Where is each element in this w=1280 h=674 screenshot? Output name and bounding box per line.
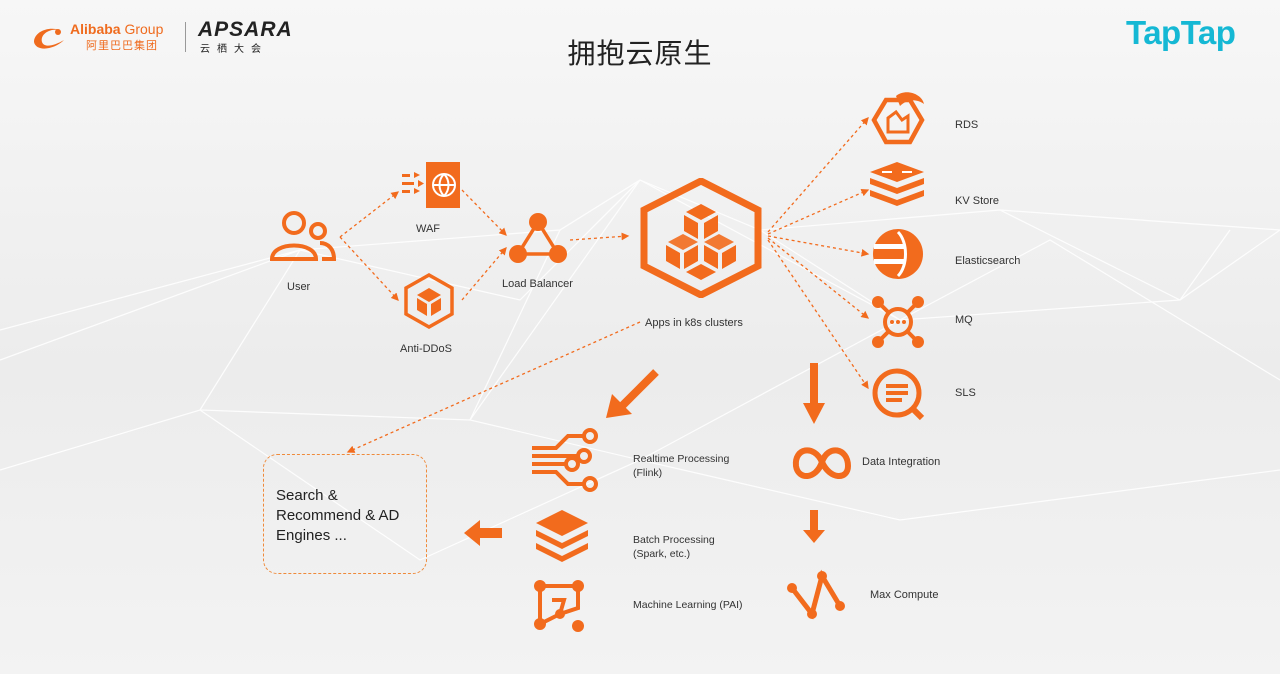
edge-lb-apps — [569, 232, 630, 241]
realtime-processing-label: Realtime Processing (Flink) — [633, 452, 729, 480]
sls-icon — [872, 368, 925, 421]
sls-label: SLS — [955, 387, 976, 399]
mq-label: MQ — [955, 314, 973, 326]
waf-label: WAF — [416, 223, 441, 235]
edge-waf-lb — [461, 189, 507, 236]
user-label: User — [287, 281, 311, 293]
page-title: 拥抱云原生 — [567, 37, 713, 70]
data-integration-icon — [792, 447, 852, 479]
group-word: Group — [124, 21, 164, 37]
realtime-processing-line-2: (Flink) — [633, 467, 663, 479]
edge-user-waf — [339, 191, 400, 238]
engines-label: Search & Recommend & AD Engines ... — [276, 487, 400, 544]
elasticsearch-label: Elasticsearch — [955, 255, 1021, 267]
batch-processing-icon — [536, 510, 588, 562]
k8s-apps-icon — [640, 178, 762, 298]
apsara-cn-logo-text: 云栖大会 — [200, 44, 268, 55]
realtime-processing-icon — [532, 428, 598, 492]
mq-icon — [872, 296, 924, 348]
arrow-to-realtime — [606, 369, 659, 418]
engines-box — [263, 454, 427, 574]
anti-ddos-label: Anti-DDoS — [400, 343, 452, 355]
realtime-processing-line-1: Realtime Processing — [633, 453, 730, 465]
rds-icon — [871, 92, 925, 145]
apsara-logo-text: APSARA — [198, 18, 293, 41]
alibaba-group-logo-text: Alibaba Group — [70, 21, 163, 37]
rds-label: RDS — [955, 119, 979, 131]
waf-icon — [402, 162, 460, 208]
k8s-apps-label: Apps in k8s clusters — [645, 317, 743, 329]
kv-store-label: KV Store — [955, 195, 1000, 207]
user-icon — [269, 211, 337, 261]
elasticsearch-icon — [873, 229, 923, 279]
edge-apps-engines — [346, 321, 641, 453]
anti-ddos-icon — [404, 272, 454, 330]
alibaba-word: Alibaba — [70, 21, 121, 37]
edge-antiddos-lb — [461, 247, 507, 301]
data-integration-label: Data Integration — [862, 456, 941, 468]
arrow-to-engines — [464, 520, 502, 546]
taptap-logo: TapTap — [1126, 14, 1236, 51]
arrow-to-data-integration — [803, 363, 825, 424]
edge-apps-rds — [767, 117, 869, 233]
arrow-to-max-compute — [803, 510, 825, 543]
batch-processing-label: Batch Processing (Spark, etc.) — [633, 533, 715, 561]
edge-apps-es — [767, 235, 870, 257]
max-compute-icon — [787, 569, 845, 620]
kv-store-icon — [870, 162, 924, 206]
batch-processing-line-2: (Spark, etc.) — [633, 548, 691, 560]
edge-user-antiddos — [339, 236, 399, 301]
edge-apps-mq — [767, 237, 870, 319]
alibaba-cn-logo-text: 阿里巴巴集团 — [86, 39, 158, 52]
machine-learning-icon — [534, 580, 584, 632]
load-balancer-icon — [509, 213, 567, 263]
max-compute-label: Max Compute — [870, 589, 939, 601]
alibaba-logo-icon — [34, 28, 64, 49]
logo-separator — [185, 22, 186, 52]
machine-learning-label: Machine Learning (PAI) — [633, 599, 743, 611]
edge-apps-kv — [767, 189, 870, 235]
batch-processing-line-1: Batch Processing — [633, 534, 715, 546]
load-balancer-label: Load Balancer — [502, 278, 573, 290]
